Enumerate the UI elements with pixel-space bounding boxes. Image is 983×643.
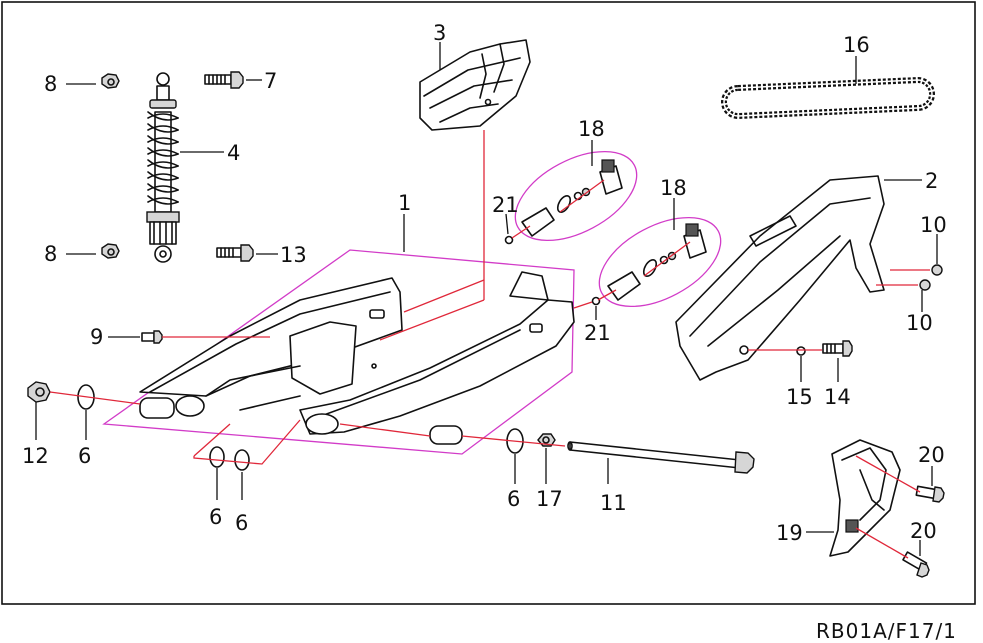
washer-15 [796, 346, 806, 356]
callout-20-upper: 20 [918, 443, 945, 467]
callout-9: 9 [90, 325, 103, 349]
bolt-13 [216, 244, 254, 262]
callout-18-lower: 18 [660, 176, 687, 200]
bolt-20-upper [915, 485, 945, 503]
callout-10-upper: 10 [920, 213, 947, 237]
assembly-reference-lines [49, 130, 930, 559]
callout-18-upper: 18 [578, 117, 605, 141]
chain-case [675, 175, 885, 381]
bushing-pair-left [139, 397, 175, 419]
callout-19: 19 [776, 521, 803, 545]
callout-6-lower-a: 6 [209, 505, 222, 529]
drive-chain [721, 76, 935, 120]
nut-12 [27, 381, 51, 403]
callout-10-lower: 10 [906, 311, 933, 335]
callout-6-right: 6 [507, 487, 520, 511]
diagram-frame [1, 1, 976, 605]
callout-11: 11 [600, 491, 627, 515]
nut-17 [537, 433, 556, 447]
bolt-14 [822, 340, 853, 357]
callout-13: 13 [280, 243, 307, 267]
callout-6-left: 6 [78, 444, 91, 468]
nut-8-lower [101, 243, 120, 259]
bolt-10-lower [919, 279, 931, 291]
bolt-10-upper [931, 264, 943, 276]
callout-2: 2 [925, 169, 938, 193]
chain-adjuster-upper [521, 159, 623, 237]
callout-12: 12 [22, 444, 49, 468]
pivot-axle [567, 441, 755, 474]
callout-1: 1 [398, 191, 411, 215]
bushing-center [429, 425, 463, 445]
callout-leaders [35, 42, 938, 556]
callout-21-lower: 21 [584, 321, 611, 345]
callout-7: 7 [264, 69, 277, 93]
callout-4: 4 [227, 141, 240, 165]
callout-6-lower-b: 6 [235, 511, 248, 535]
washer-21-upper [504, 235, 514, 245]
bolt-20-lower [902, 551, 930, 578]
callout-21-upper: 21 [492, 193, 519, 217]
chain-adjuster-lower [607, 223, 707, 301]
drawing-code: RB01A/F17/1 [816, 619, 957, 643]
washer-6-lower-b [234, 449, 250, 471]
callout-15: 15 [786, 385, 813, 409]
washer-6-lower-a [209, 446, 225, 468]
adjuster-group-lower [598, 216, 722, 308]
chain-guide [419, 39, 531, 131]
callout-20-lower: 20 [910, 519, 937, 543]
shock-absorber [146, 72, 180, 263]
sprocket-cover [829, 439, 901, 557]
callout-16: 16 [843, 33, 870, 57]
callout-17: 17 [536, 487, 563, 511]
nut-8-upper [101, 73, 120, 89]
bolt-9 [141, 330, 163, 344]
callout-labels: 3 16 8 7 18 4 2 18 1 21 10 8 13 10 9 21 … [22, 21, 947, 545]
adjuster-group-upper [514, 150, 638, 242]
bolt-7 [204, 71, 244, 89]
callout-14: 14 [824, 385, 851, 409]
callout-8-lower: 8 [44, 242, 57, 266]
callout-8-upper: 8 [44, 72, 57, 96]
callout-3: 3 [433, 21, 446, 45]
swingarm [139, 271, 575, 435]
washer-21-lower [591, 296, 601, 306]
